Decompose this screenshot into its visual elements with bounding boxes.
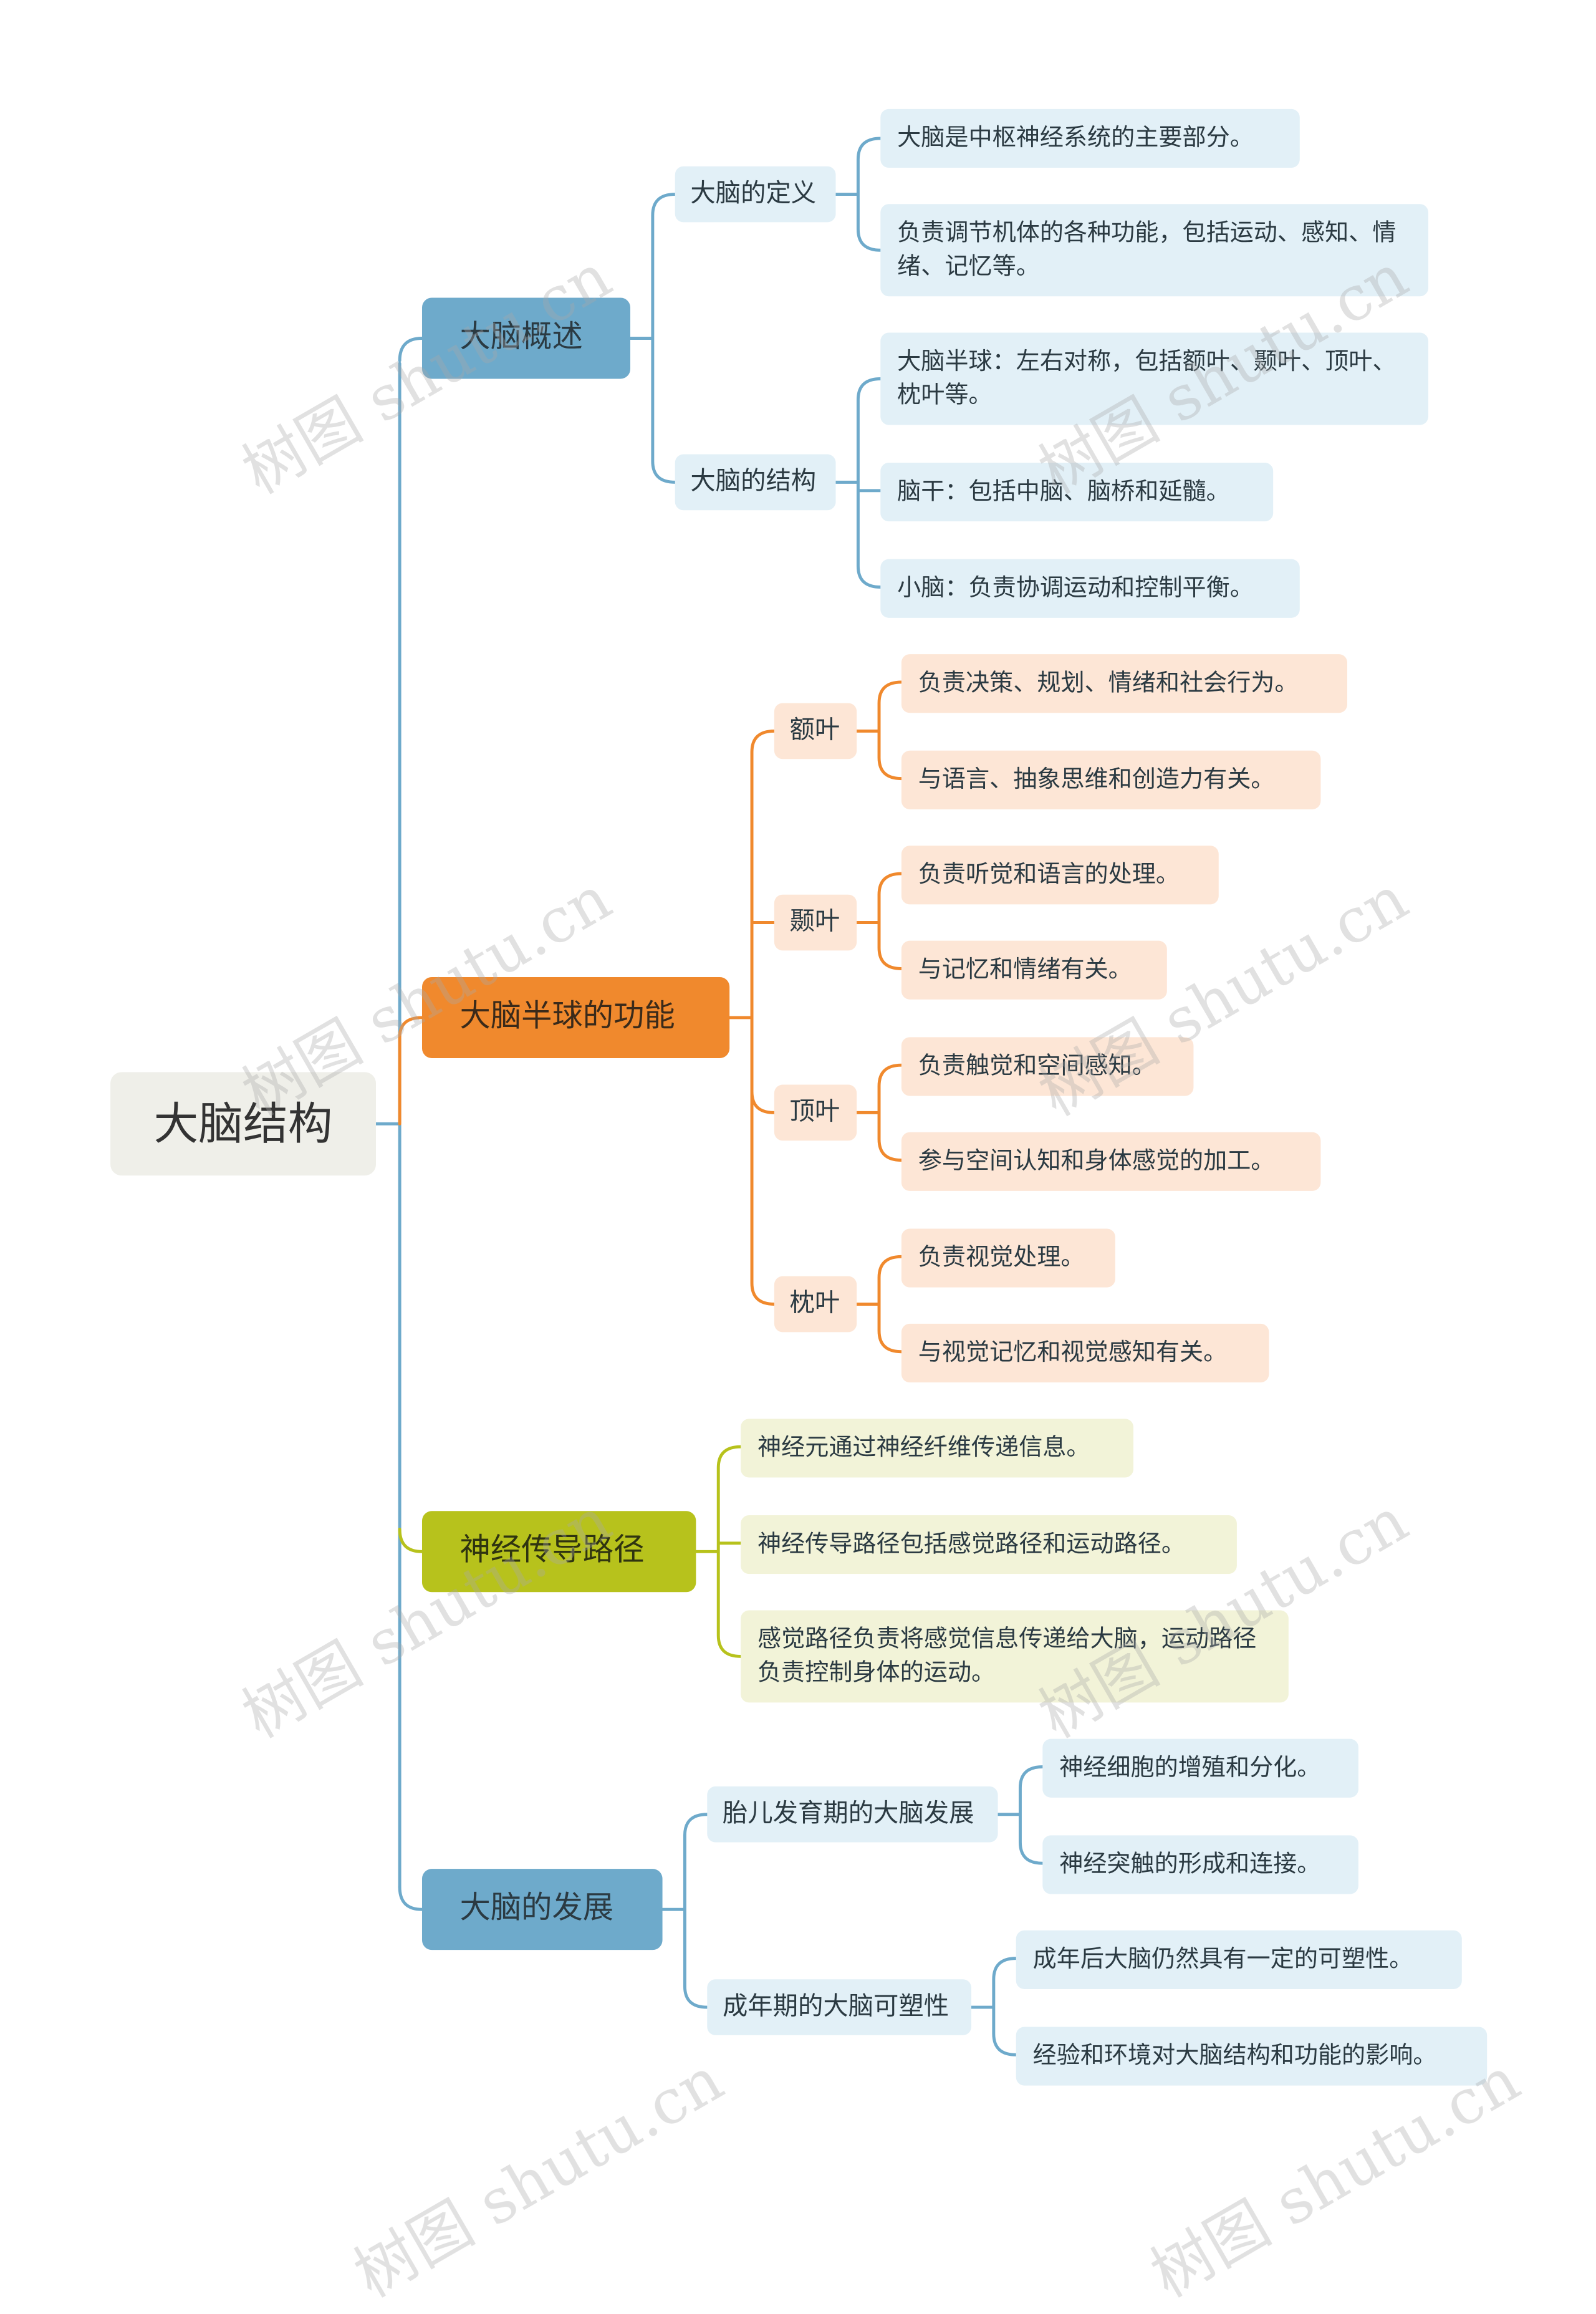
topic-adult-plasticity[interactable]: 成年期的大脑可塑性 [707, 1979, 971, 2035]
leaf-occipital-2[interactable]: 与视觉记忆和视觉感知有关。 [901, 1323, 1269, 1383]
branch-neural-pathways[interactable]: 神经传导路径 [421, 1511, 696, 1593]
mind-map-canvas: 大脑结构 大脑概述 大脑的定义 大脑是中枢神经系统的主要部分。 负责调节机体的各… [110, 108, 1531, 2312]
connector-root [374, 362, 401, 1889]
topic-fetal-development[interactable]: 胎儿发育期的大脑发展 [707, 1786, 998, 1843]
leaf-definition-2[interactable]: 负责调节机体的各种功能，包括运动、感知、情绪、记忆等。 [880, 204, 1429, 297]
leaf-temporal-2[interactable]: 与记忆和情绪有关。 [901, 940, 1167, 1000]
leaf-temporal-1[interactable]: 负责听觉和语言的处理。 [901, 846, 1219, 905]
topic-frontal-lobe[interactable]: 额叶 [774, 703, 857, 759]
leaf-pathway-3[interactable]: 感觉路径负责将感觉信息传递给大脑，运动路径负责控制身体的运动。 [741, 1610, 1289, 1703]
topic-brain-structure[interactable]: 大脑的结构 [675, 454, 836, 511]
branch-hemisphere-functions[interactable]: 大脑半球的功能 [421, 976, 730, 1058]
connector-b3 [398, 1527, 424, 1553]
root-node[interactable]: 大脑结构 [110, 1072, 377, 1176]
leaf-frontal-2[interactable]: 与语言、抽象思维和创造力有关。 [901, 750, 1321, 809]
leaf-parietal-1[interactable]: 负责触觉和空间感知。 [901, 1037, 1194, 1096]
topic-brain-definition[interactable]: 大脑的定义 [675, 166, 836, 223]
leaf-occipital-1[interactable]: 负责视觉处理。 [901, 1228, 1115, 1288]
leaf-structure-1[interactable]: 大脑半球：左右对称，包括额叶、颞叶、顶叶、枕叶等。 [880, 332, 1429, 425]
connector-b4 [398, 1885, 424, 1911]
leaf-fetal-1[interactable]: 神经细胞的增殖和分化。 [1042, 1738, 1358, 1798]
leaf-fetal-2[interactable]: 神经突触的形成和连接。 [1042, 1835, 1358, 1894]
leaf-pathway-1[interactable]: 神经元通过神经纤维传递信息。 [741, 1419, 1134, 1478]
connector-lines [374, 137, 1044, 2056]
connector-b1 [398, 337, 424, 362]
leaf-parietal-2[interactable]: 参与空间认知和身体感觉的加工。 [901, 1132, 1321, 1191]
leaf-plasticity-2[interactable]: 经验和环境对大脑结构和功能的影响。 [1016, 2027, 1488, 2086]
leaf-structure-2[interactable]: 脑干：包括中脑、脑桥和延髓。 [880, 463, 1274, 522]
branch-brain-development[interactable]: 大脑的发展 [421, 1869, 663, 1950]
topic-temporal-lobe[interactable]: 颞叶 [774, 894, 857, 951]
leaf-structure-3[interactable]: 小脑：负责协调运动和控制平衡。 [880, 559, 1300, 618]
branch-brain-overview[interactable]: 大脑概述 [421, 297, 631, 379]
leaf-plasticity-1[interactable]: 成年后大脑仍然具有一定的可塑性。 [1016, 1930, 1462, 1989]
leaf-definition-1[interactable]: 大脑是中枢神经系统的主要部分。 [880, 108, 1300, 168]
leaf-frontal-1[interactable]: 负责决策、规划、情绪和社会行为。 [901, 654, 1347, 713]
connector-b2 [398, 1016, 424, 1126]
topic-parietal-lobe[interactable]: 顶叶 [774, 1084, 857, 1141]
leaf-pathway-2[interactable]: 神经传导路径包括感觉路径和运动路径。 [741, 1515, 1237, 1574]
topic-occipital-lobe[interactable]: 枕叶 [774, 1276, 857, 1333]
